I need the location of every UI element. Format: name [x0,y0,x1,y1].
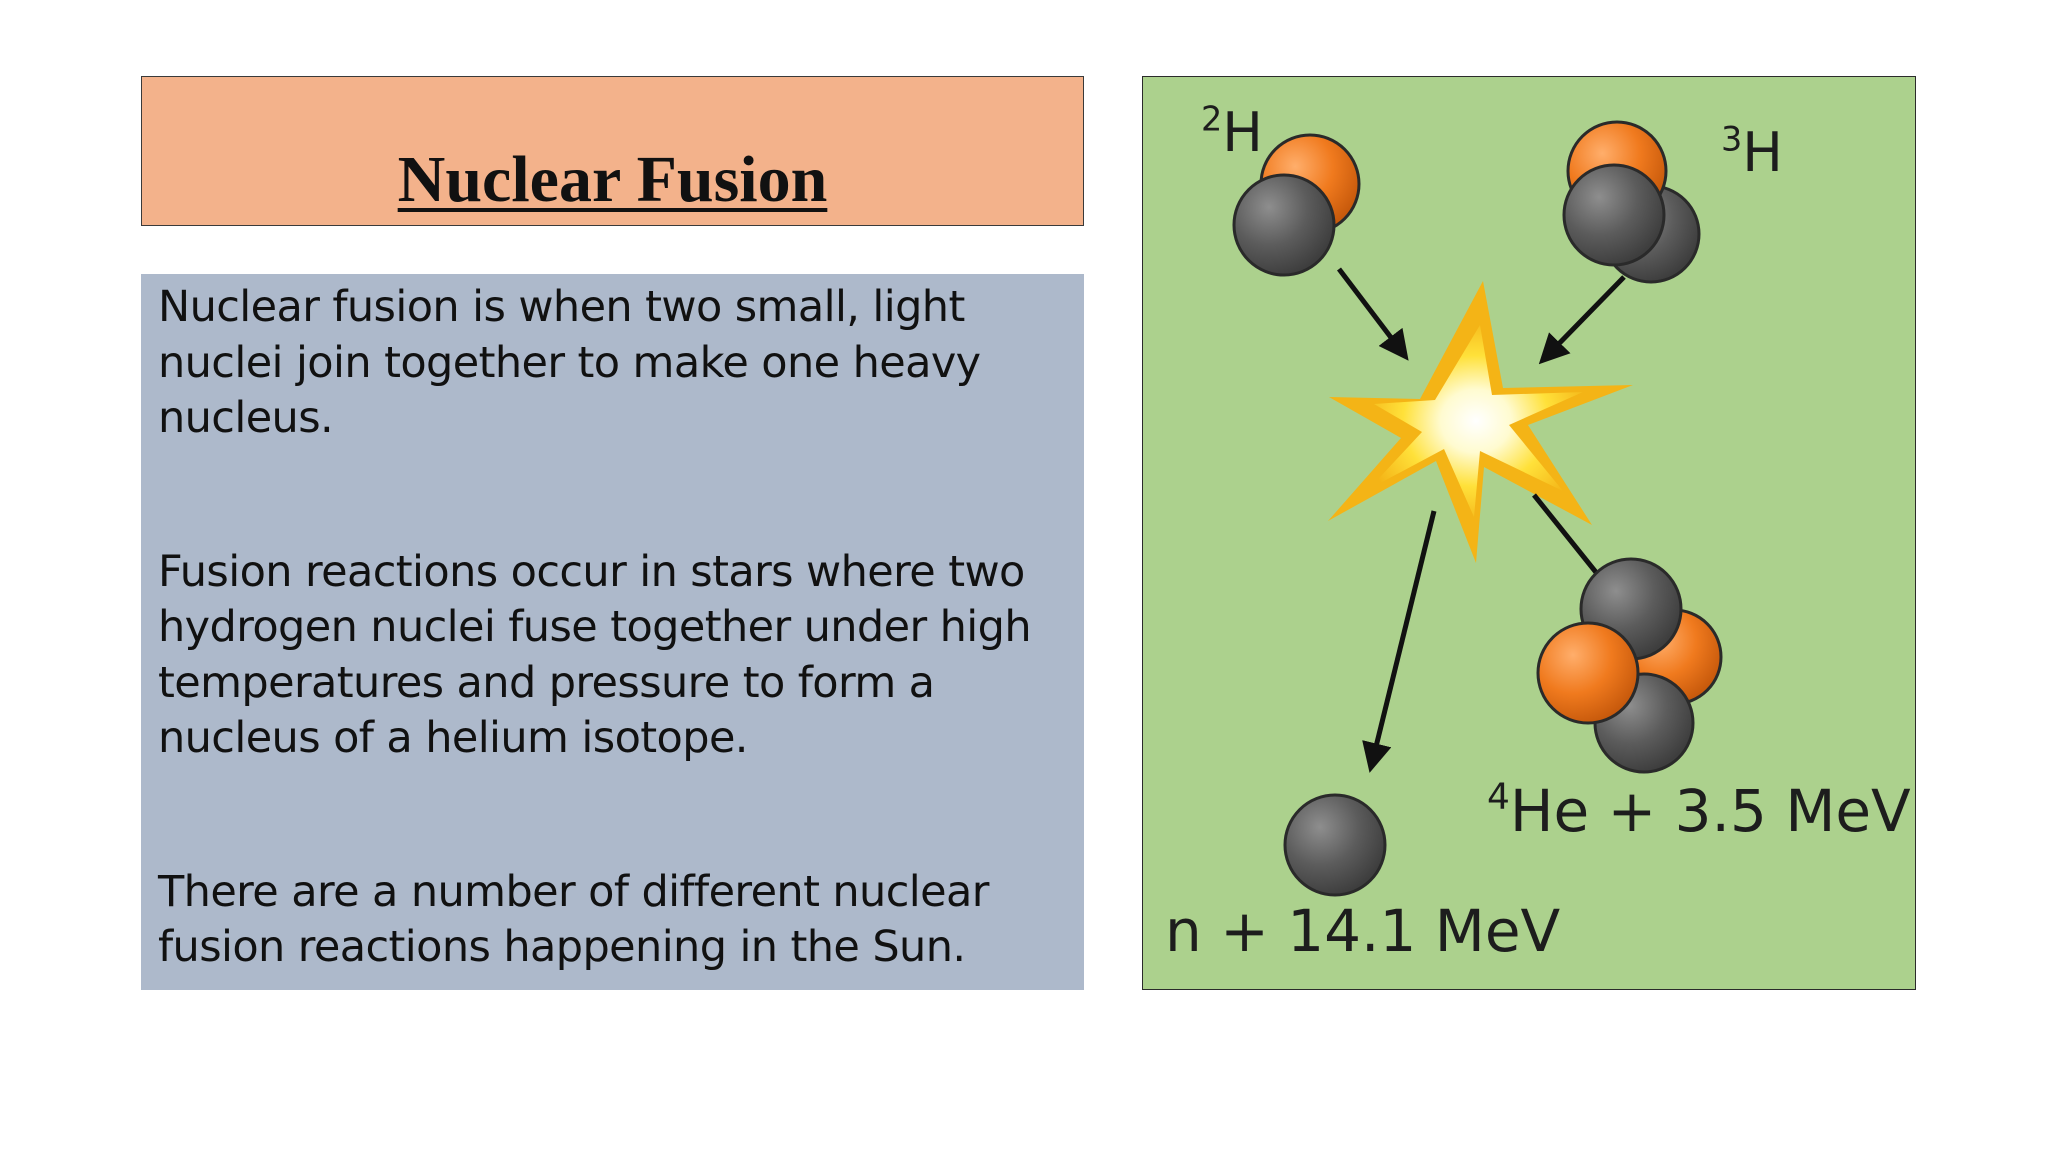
deuterium-nucleus [1232,133,1361,277]
arrow-tritium-in [1538,275,1626,365]
label-tritium: 3H [1721,119,1783,184]
tritium-nucleus [1562,120,1701,284]
fusion-flash [1328,281,1633,563]
fusion-illustration [1232,120,1723,897]
paragraph-definition: Nuclear fusion is when two small, light … [158,282,981,443]
label-neutron-energy: n + 14.1 MeV [1165,897,1561,965]
slide-title: Nuclear Fusion [397,143,828,217]
paragraph-sun: There are a number of different nuclear … [158,866,989,973]
neutron-particle [1283,793,1387,897]
paragraph-stars: Fusion reactions occur in stars where tw… [158,546,1032,764]
label-deuterium: 2H [1201,99,1263,164]
title-banner: Nuclear Fusion [141,76,1084,226]
text-panel: Nuclear fusion is when two small, light … [141,274,1084,990]
label-helium-energy: 4He + 3.5 MeV [1487,776,1911,845]
arrow-neutron-out [1362,510,1437,773]
fusion-diagram: 2H 3H 4He + 3.5 MeV n + 14.1 MeV [1142,76,1916,990]
arrow-deuterium-in [1337,267,1409,361]
helium-nucleus [1536,557,1723,774]
